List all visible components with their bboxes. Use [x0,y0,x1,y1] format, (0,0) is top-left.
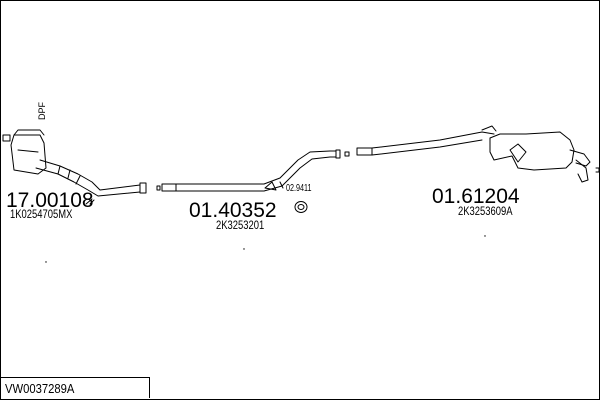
part-number-front: 17.00108 [6,189,94,212]
part-number-middle: 01.40352 [189,199,277,222]
reference-box: VW0037289A [0,377,150,398]
part-number-clamp: 02.9411 [286,183,312,194]
part-number-rear: 01.61204 [432,185,520,208]
clamp-drawing [279,181,308,213]
leader-dots [45,235,486,263]
rear-silencer-drawing [356,125,600,183]
oem-number-middle: 2K3253201 [216,220,265,232]
middle-pipe-drawing [156,149,350,192]
reference-number: VW0037289A [5,382,75,396]
oem-number-rear: 2K3253609A [458,206,513,218]
dpf-label: DPF [37,102,47,120]
front-pipe-dpf-drawing [2,129,147,205]
oem-number-front: 1K0254705MX [10,209,73,221]
